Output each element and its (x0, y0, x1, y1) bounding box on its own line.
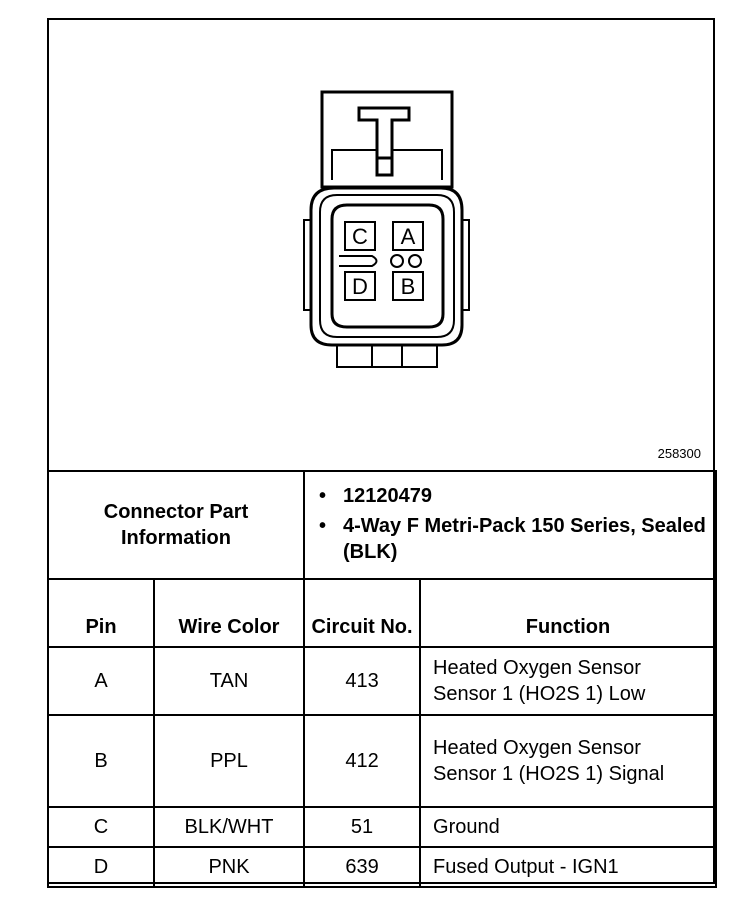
connector-info-row: Connector Part Information •12120479 •4-… (46, 470, 718, 580)
connector-info-item: •4-Way F Metri-Pack 150 Series, Sealed (… (319, 515, 706, 563)
table-row: C BLK/WHT 51 Ground (47, 806, 718, 848)
pin-label-d: D (352, 274, 368, 299)
figure-id: 258300 (657, 446, 701, 461)
connector-figure: C A D B 258300 (49, 20, 713, 470)
connector-info-label: Connector Part Information (46, 470, 306, 580)
cell-circuit: 51 (303, 806, 422, 848)
header-pin: Pin (47, 578, 155, 648)
pin-label-b: B (401, 274, 416, 299)
cell-pin: B (47, 714, 155, 808)
cell-circuit: 639 (303, 846, 422, 888)
table-row: B PPL 412 Heated Oxygen Sensor Sensor 1 … (47, 714, 718, 808)
cell-circuit: 412 (303, 714, 422, 808)
cell-pin: C (47, 806, 155, 848)
table-header-row: Pin Wire Color Circuit No. Function (47, 578, 718, 648)
cell-function: Ground (419, 806, 718, 848)
cell-function: Fused Output - IGN1 (419, 846, 718, 888)
cell-wire-color: TAN (152, 646, 306, 716)
cell-pin: A (47, 646, 155, 716)
cell-function: Heated Oxygen Sensor Sensor 1 (HO2S 1) S… (419, 714, 718, 808)
connector-info-item: •12120479 (319, 485, 432, 507)
connector-sheet: C A D B 258300 Connector Part Informatio… (46, 18, 718, 888)
cell-wire-color: PNK (152, 846, 306, 888)
connector-drawing: C A D B (303, 90, 470, 368)
table-row: D PNK 639 Fused Output - IGN1 (47, 846, 718, 888)
cell-wire-color: PPL (152, 714, 306, 808)
cell-wire-color: BLK/WHT (152, 806, 306, 848)
table-row: A TAN 413 Heated Oxygen Sensor Sensor 1 … (47, 646, 718, 716)
pin-label-a: A (401, 224, 416, 249)
header-function: Function (419, 578, 718, 648)
cell-pin: D (47, 846, 155, 888)
cell-circuit: 413 (303, 646, 422, 716)
header-wire-color: Wire Color (152, 578, 306, 648)
connector-info-list: •12120479 •4-Way F Metri-Pack 150 Series… (303, 470, 718, 580)
pin-label-c: C (352, 224, 368, 249)
cell-function: Heated Oxygen Sensor Sensor 1 (HO2S 1) L… (419, 646, 718, 716)
header-circuit: Circuit No. (303, 578, 422, 648)
connector-table: Connector Part Information •12120479 •4-… (46, 470, 718, 888)
